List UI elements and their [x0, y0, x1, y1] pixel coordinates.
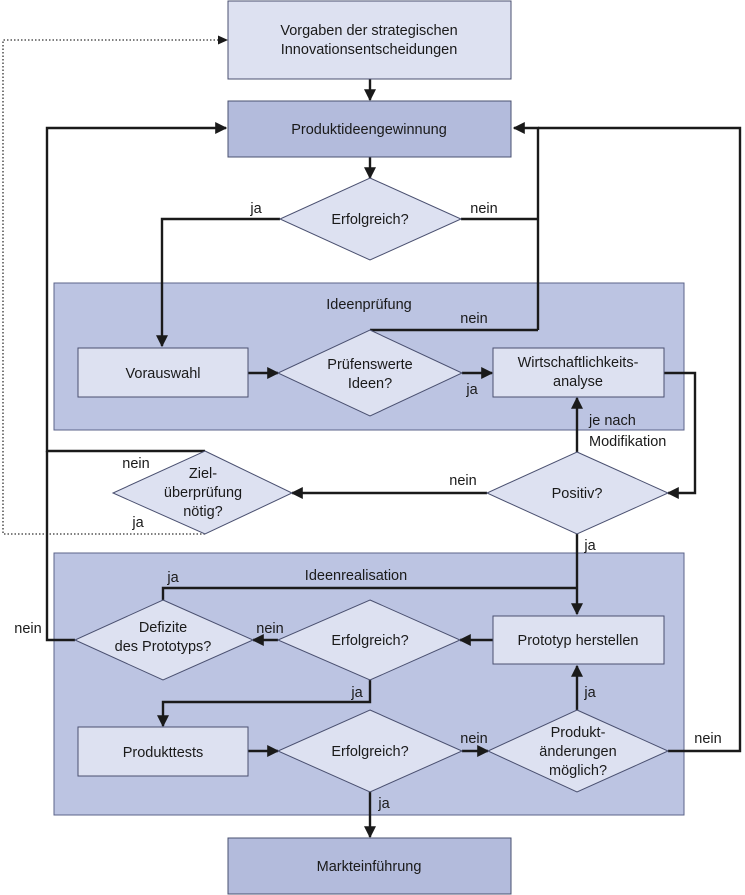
wirtschaftlichkeit-line1: Wirtschaftlichkeits-	[518, 355, 639, 371]
produkttests-label: Produkttests	[123, 745, 204, 761]
erfolgreich1-diamond	[278, 177, 463, 261]
edge-left-feedback-to-gewinnung	[45, 122, 228, 453]
edge-wirtschaftlichkeit-to-positiv	[664, 371, 697, 499]
defizite-line1: Defizite	[139, 620, 187, 636]
label-nein-defizite: nein	[14, 621, 41, 637]
edge-erfolgreich1-ja	[156, 217, 280, 348]
defizite-line2: des Prototyps?	[115, 639, 212, 655]
edge-defizite-nein	[45, 451, 75, 642]
wirtschaftlichkeit-line2: analyse	[553, 374, 603, 390]
erfolgreich2-label: Erfolgreich?	[331, 633, 408, 649]
label-ja-erfolgreich3: ja	[377, 796, 390, 812]
pruefenswerte-line2: Ideen?	[348, 376, 392, 392]
label-nein-erfolgreich1: nein	[470, 201, 497, 217]
zielueberpruefung-line2: überprüfung	[164, 485, 242, 501]
label-modifikation: Modifikation	[589, 434, 666, 450]
produktaenderungen-diamond	[486, 709, 670, 793]
edge-defizite-ja	[161, 586, 577, 600]
label-nein-erfolgreich3: nein	[460, 731, 487, 747]
produktideengewinnung-box	[227, 100, 512, 158]
label-ja-pruefenswerte: ja	[465, 382, 478, 398]
label-ja-produktaenderungen: ja	[583, 685, 596, 701]
pruefenswerte-diamond	[276, 329, 464, 417]
produktaenderungen-line1: Produkt-	[551, 725, 606, 741]
produktideengewinnung-label: Produktideengewinnung	[291, 122, 447, 138]
wirtschaftlichkeit-box	[492, 347, 665, 398]
positiv-label: Positiv?	[552, 486, 603, 502]
label-nein-produktaenderungen: nein	[694, 731, 721, 747]
label-nein-positiv: nein	[449, 473, 476, 489]
prototyp-herstellen-box	[492, 615, 665, 665]
label-je-nach: je nach	[588, 413, 636, 429]
erfolgreich3-diamond	[276, 709, 464, 793]
defizite-diamond	[73, 599, 255, 681]
dotted-feedback-arrowhead	[218, 35, 228, 45]
ideenrealisation-title: Ideenrealisation	[305, 568, 407, 584]
zielueberpruefung-line3: nötig?	[183, 504, 223, 520]
produktaenderungen-line2: änderungen	[539, 744, 616, 760]
vorauswahl-label: Vorauswahl	[126, 366, 201, 382]
dotted-feedback-line	[2, 39, 222, 535]
zielueberpruefung-diamond	[111, 450, 294, 535]
vorgaben-line2: Innovationsentscheidungen	[281, 42, 458, 58]
markteinfuehrung-label: Markteinführung	[317, 859, 422, 875]
positiv-diamond	[485, 451, 670, 535]
edge-produktaenderungen-nein	[538, 126, 742, 753]
label-ja-positiv: ja	[583, 538, 596, 554]
label-ja-erfolgreich2: ja	[350, 685, 363, 701]
ideenpruefung-title: Ideenprüfung	[326, 297, 411, 313]
label-ja-erfolgreich1: ja	[249, 201, 262, 217]
produktaenderungen-line3: möglich?	[549, 763, 607, 779]
label-ja-defizite: ja	[166, 570, 179, 586]
erfolgreich2-diamond	[276, 599, 462, 681]
pruefenswerte-line1: Prüfenswerte	[327, 357, 412, 373]
zielueberpruefung-line1: Ziel-	[189, 466, 217, 482]
label-nein-erfolgreich2: nein	[256, 621, 283, 637]
produkttests-box	[77, 726, 249, 777]
vorgaben-box	[227, 0, 512, 80]
erfolgreich3-label: Erfolgreich?	[331, 744, 408, 760]
label-nein-pruefenswerte: nein	[460, 311, 487, 327]
markteinfuehrung-box	[227, 837, 512, 895]
label-nein-zielueberpruefung: nein	[122, 456, 149, 472]
edge-erfolgreich2-ja	[157, 680, 372, 728]
erfolgreich1-label: Erfolgreich?	[331, 212, 408, 228]
vorauswahl-box	[77, 347, 249, 398]
label-ja-zielueberpruefung: ja	[131, 515, 144, 531]
prototyp-herstellen-label: Prototyp herstellen	[518, 633, 639, 649]
vorgaben-line1: Vorgaben der strategischen	[280, 23, 457, 39]
